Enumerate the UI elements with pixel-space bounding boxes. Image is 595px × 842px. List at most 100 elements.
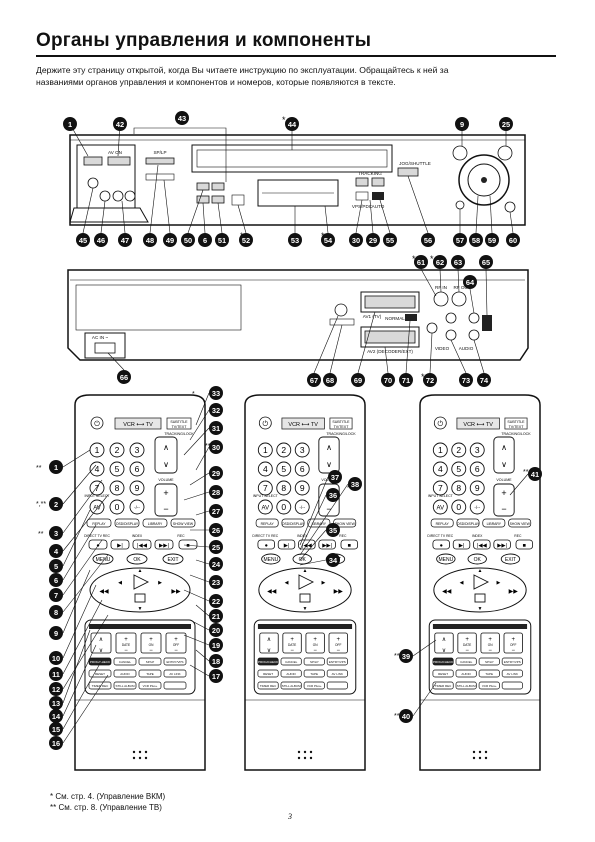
ac-inlet[interactable] (94, 342, 116, 354)
vcr-tv-switch[interactable] (114, 417, 162, 430)
fast-forward-icon[interactable]: ▶▶ (334, 589, 344, 595)
standby-button[interactable] (145, 157, 175, 165)
digit-button[interactable] (276, 461, 292, 477)
tracking-down-button[interactable] (371, 177, 385, 187)
digit-button[interactable] (451, 461, 467, 477)
timer-function-button[interactable] (257, 669, 279, 678)
timer-rocker[interactable] (115, 632, 137, 654)
timer-rocker[interactable] (480, 632, 500, 654)
digit-button[interactable] (129, 480, 145, 496)
digit-button[interactable] (257, 480, 273, 496)
play-icon[interactable] (473, 574, 490, 590)
digit-button[interactable] (432, 480, 448, 496)
fast-forward-icon[interactable]: ▶▶ (509, 589, 519, 595)
digit-button[interactable] (451, 480, 467, 496)
function-button[interactable] (482, 518, 506, 528)
timer-function-button[interactable] (113, 681, 137, 690)
av-button[interactable] (432, 499, 448, 515)
transport-button[interactable] (154, 539, 174, 550)
transport-button[interactable] (110, 539, 130, 550)
tracking-rocker[interactable] (154, 436, 178, 474)
digit-button[interactable] (276, 442, 292, 458)
digit-button[interactable] (294, 480, 310, 496)
timer-function-button[interactable] (501, 681, 523, 690)
av1-scart[interactable] (360, 291, 420, 313)
digit-button[interactable] (276, 499, 292, 515)
timer-function-button[interactable] (326, 681, 348, 690)
program-button[interactable] (145, 173, 175, 181)
timer-button[interactable] (497, 145, 513, 161)
navigation-pad[interactable] (89, 567, 191, 613)
timer-function-button[interactable] (501, 657, 523, 666)
digit-button[interactable] (257, 461, 273, 477)
auto-button[interactable] (372, 192, 384, 200)
function-button[interactable] (114, 518, 140, 528)
volume-rocker[interactable] (154, 483, 178, 517)
timer-function-button[interactable] (257, 657, 279, 666)
timer-function-button[interactable] (138, 657, 162, 666)
timer-function-button[interactable] (163, 681, 187, 690)
timer-function-button[interactable] (113, 669, 137, 678)
audio-r-jack[interactable] (124, 190, 136, 202)
timer-function-button[interactable] (280, 669, 302, 678)
digit-button[interactable] (109, 461, 125, 477)
timer-rocker[interactable] (305, 632, 325, 654)
timer-function-button[interactable] (257, 681, 279, 690)
timer-rocker[interactable] (282, 632, 302, 654)
timer-rocker[interactable] (259, 632, 279, 654)
timer-function-button[interactable] (432, 657, 454, 666)
stop-icon[interactable] (134, 593, 146, 603)
play-icon[interactable] (133, 574, 150, 590)
subtitle-button[interactable] (166, 417, 192, 430)
av-on-button[interactable] (107, 156, 131, 166)
timer-function-button[interactable] (478, 657, 500, 666)
timer-rocker[interactable] (328, 632, 348, 654)
transport-button[interactable] (493, 539, 511, 550)
transport-button[interactable] (515, 539, 534, 550)
timer-function-button[interactable] (501, 669, 523, 678)
normal-switch[interactable] (405, 314, 417, 321)
timer-function-button[interactable] (326, 657, 348, 666)
jog-inner-ring[interactable] (467, 163, 501, 197)
timer-rocker[interactable] (434, 632, 454, 654)
vcr-tv-switch[interactable] (281, 417, 325, 430)
digit-button[interactable] (109, 499, 125, 515)
av-button[interactable] (89, 499, 105, 515)
function-button[interactable] (508, 518, 532, 528)
timer-function-button[interactable] (432, 681, 454, 690)
digit-button[interactable] (469, 461, 485, 477)
ok-button[interactable] (467, 553, 487, 565)
power-icon[interactable] (433, 416, 447, 430)
digit-button[interactable] (109, 480, 125, 496)
digit-button[interactable] (129, 461, 145, 477)
rear-switch[interactable] (482, 315, 492, 331)
digit-button[interactable] (89, 461, 105, 477)
transport-button[interactable] (178, 539, 198, 550)
rewind-icon[interactable]: ◀◀ (442, 589, 452, 595)
timer-rocker[interactable] (165, 632, 187, 654)
menu-button[interactable] (92, 553, 114, 565)
digit-button[interactable] (469, 442, 485, 458)
transport-button[interactable] (257, 539, 275, 550)
exit-button[interactable] (162, 553, 184, 565)
timer-function-button[interactable] (88, 681, 112, 690)
ok-button[interactable] (126, 553, 148, 565)
transport-button[interactable] (88, 539, 108, 550)
tracking-up-button[interactable] (355, 177, 369, 187)
timer-rocker[interactable] (457, 632, 477, 654)
digit-button[interactable] (257, 442, 273, 458)
rec-button[interactable] (211, 182, 225, 191)
power-icon[interactable] (258, 416, 272, 430)
sp-lp-button[interactable] (83, 156, 103, 166)
timer-function-button[interactable] (138, 669, 162, 678)
timer-function-button[interactable] (326, 669, 348, 678)
transport-button[interactable] (132, 539, 152, 550)
timer-function-button[interactable] (303, 669, 325, 678)
function-button[interactable] (281, 518, 305, 528)
av2-scart[interactable] (360, 326, 420, 348)
digit-button[interactable] (432, 461, 448, 477)
power-icon[interactable] (90, 416, 104, 430)
timer-function-button[interactable] (280, 657, 302, 666)
volume-rocker[interactable] (493, 483, 515, 517)
digit-button[interactable] (451, 442, 467, 458)
